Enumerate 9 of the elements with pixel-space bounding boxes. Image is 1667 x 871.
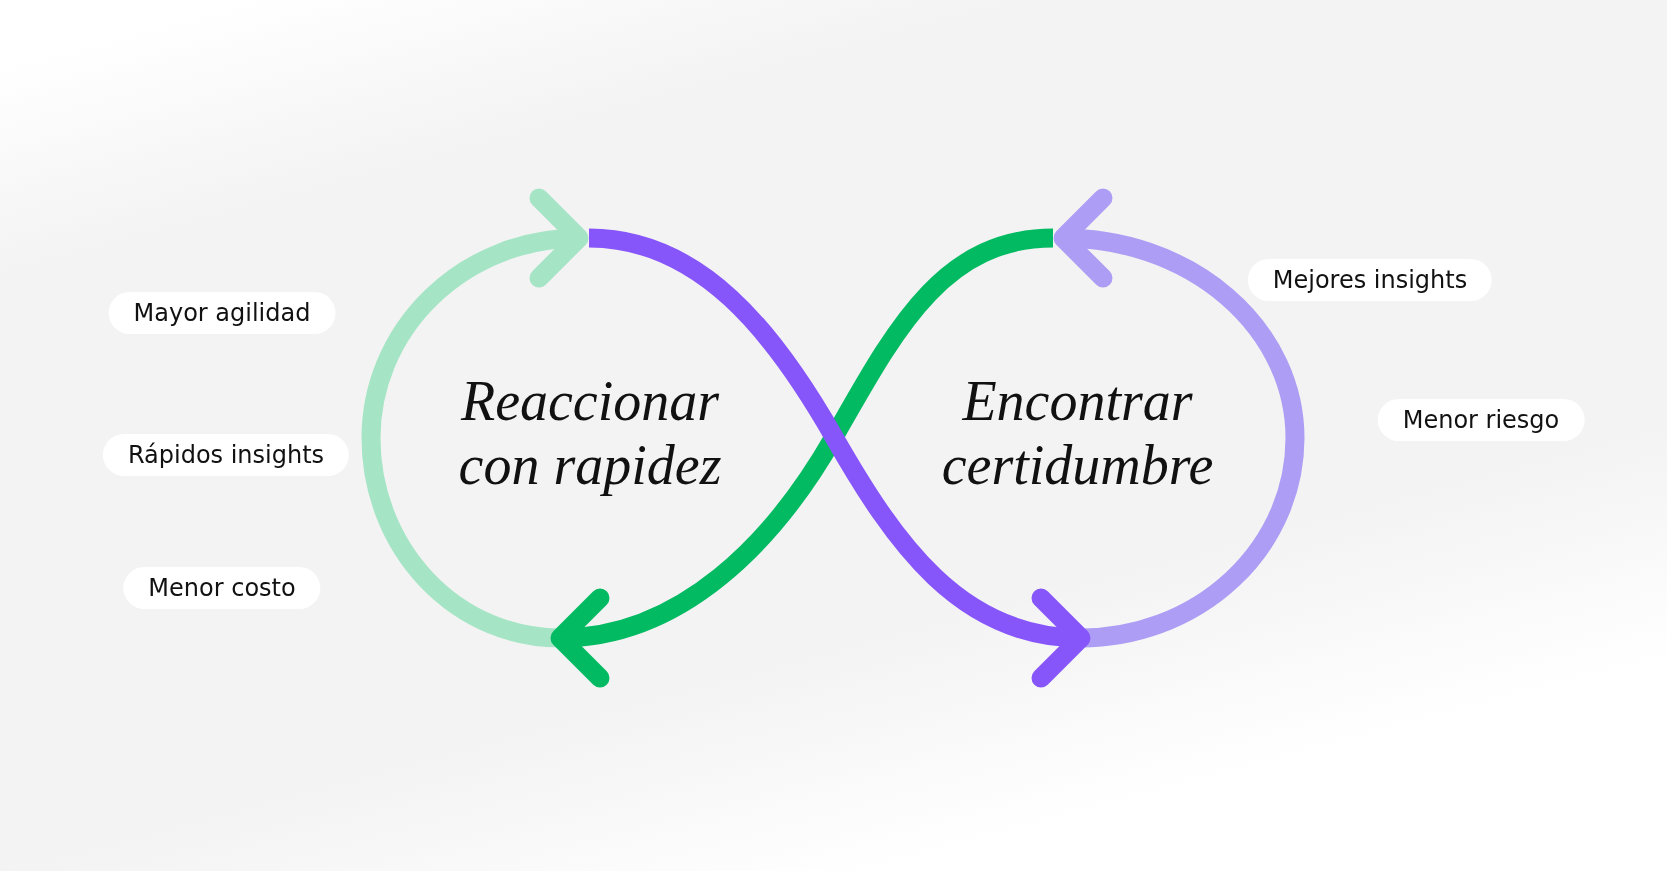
- curved-arrow: [1053, 190, 1305, 648]
- benefit-pill: Menor riesgo: [1377, 399, 1585, 441]
- benefit-pill: Rápidos insights: [102, 434, 350, 476]
- benefit-pill: Mejores insights: [1247, 259, 1493, 301]
- curved-arrow: [361, 190, 589, 648]
- benefit-pill: Menor costo: [123, 567, 321, 609]
- benefit-pill: Mayor agilidad: [108, 292, 336, 334]
- phase-title: Encontrar certidumbre: [940, 369, 1215, 497]
- phase-title: Reaccionar con rapidez: [457, 369, 723, 497]
